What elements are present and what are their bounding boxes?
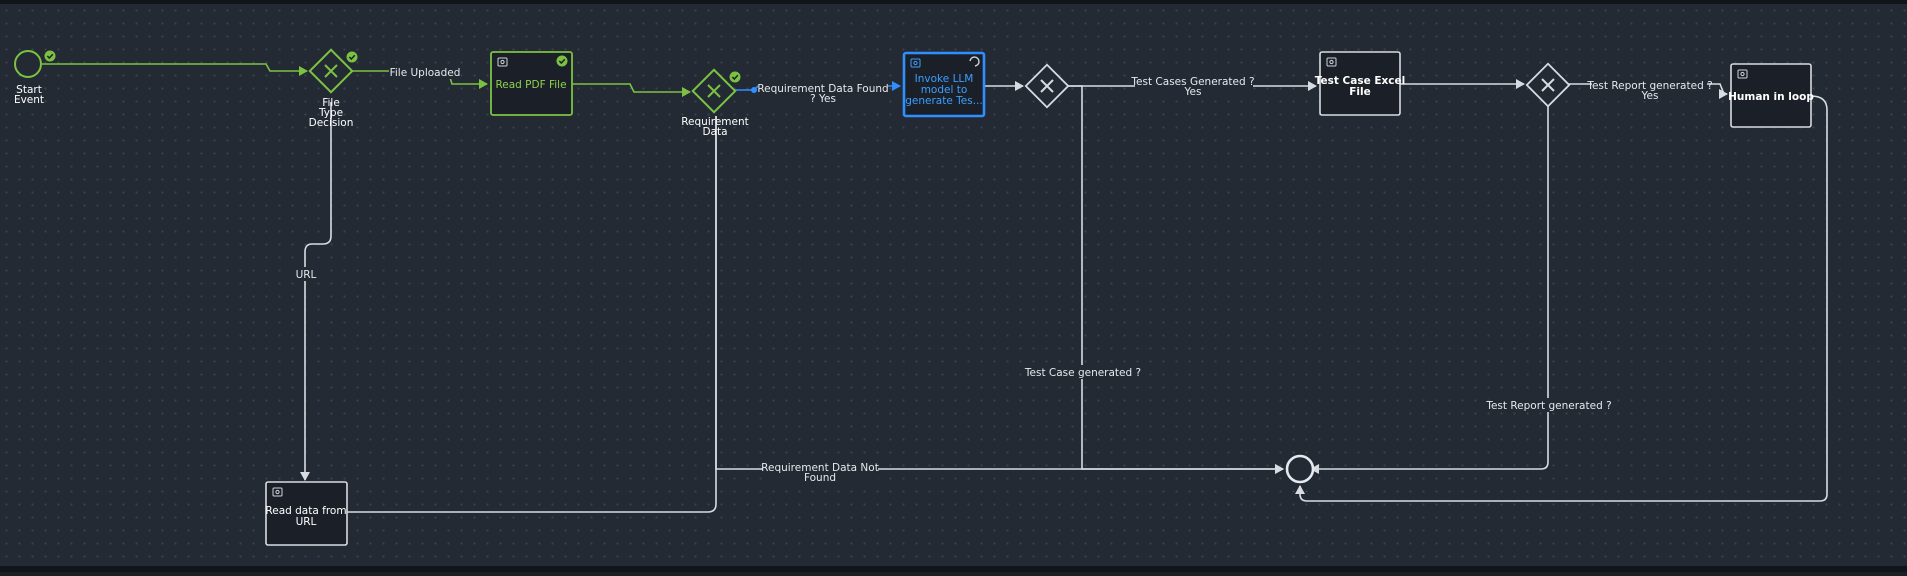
task-invoke-llm[interactable]: Invoke LLM model to generate Tes...: [902, 51, 986, 118]
task-read-url-label-2: URL: [296, 516, 317, 528]
task-read-data-from-url[interactable]: Read data from URL: [265, 481, 348, 546]
check-icon: [729, 71, 741, 83]
label-file-uploaded: File Uploaded: [390, 67, 461, 79]
task-type-icon: [272, 487, 283, 497]
task-human-in-loop[interactable]: Human in loop: [1728, 63, 1814, 128]
label-testcases-yes-2: Yes: [1184, 86, 1202, 98]
workflow-diagram: File Uploaded URL Requirement Data Found…: [14, 48, 1828, 546]
x-icon: [1040, 79, 1054, 93]
gateway-file-type-decision[interactable]: File Type Decision: [308, 48, 358, 129]
gateway-requirement-data[interactable]: Requirement Data: [681, 68, 749, 138]
label-requirement-found-1: Requirement Data Found: [757, 83, 888, 95]
task-test-case-excel-file[interactable]: Test Case Excel File: [1315, 51, 1406, 116]
task-test-case-excel-label-1: Test Case Excel: [1315, 75, 1406, 87]
gateway-requirement-label-1: Requirement: [681, 116, 749, 128]
check-icon: [44, 50, 56, 62]
edge-url[interactable]: [300, 102, 332, 481]
label-url: URL: [296, 269, 317, 281]
check-icon: [556, 55, 568, 67]
gateway-requirement-label-2: Data: [702, 126, 727, 138]
task-read-pdf-label: Read PDF File: [495, 79, 566, 91]
task-type-icon: [497, 57, 508, 67]
label-requirement-found-2: ? Yes: [810, 93, 836, 105]
edge-start-dot: [751, 87, 757, 93]
task-invoke-llm-label-2: model to: [921, 84, 968, 96]
task-read-url-label-1: Read data from: [265, 505, 346, 517]
label-testreport-yes-1: Test Report generated ?: [1586, 80, 1712, 92]
start-event-label-2: Event: [14, 94, 44, 106]
x-icon: [707, 84, 721, 98]
label-testcases-yes-1: Test Cases Generated ?: [1130, 76, 1254, 88]
label-requirement-not-found-1: Requirement Data Not: [761, 462, 879, 474]
edge-readpdf-to-requirement[interactable]: [572, 83, 691, 97]
task-read-pdf-file[interactable]: Read PDF File: [490, 51, 573, 116]
label-testreport-yes-2: Yes: [1641, 90, 1659, 102]
task-human-in-loop-label: Human in loop: [1728, 91, 1814, 103]
task-invoke-llm-label-3: generate Tes...: [905, 95, 982, 107]
end-event[interactable]: [1285, 454, 1315, 484]
loading-spinner-icon: [969, 56, 980, 67]
task-type-icon: [910, 58, 921, 68]
start-event-label-1: Start: [16, 84, 42, 96]
task-test-case-excel-label-2: File: [1349, 86, 1371, 98]
task-type-icon: [1737, 69, 1748, 79]
gateway-file-type-label-1: File: [322, 97, 340, 109]
edge-requirement-not-found[interactable]: [715, 116, 1284, 474]
x-icon: [1541, 78, 1555, 92]
label-requirement-not-found-2: Found: [804, 472, 836, 484]
gateway-file-type-label-3: Decision: [309, 117, 354, 129]
task-type-icon: [1326, 57, 1337, 67]
gateway-test-report-generated[interactable]: [1525, 62, 1571, 108]
task-invoke-llm-label-1: Invoke LLM: [915, 73, 974, 85]
check-icon: [346, 51, 358, 63]
edge-testcase-not-generated[interactable]: [1067, 85, 1284, 474]
gateway-test-cases-generated[interactable]: [1024, 63, 1070, 109]
edge-testreport-not-generated[interactable]: [1310, 104, 1549, 474]
x-icon: [324, 64, 338, 78]
label-testreport-generated: Test Report generated ?: [1485, 400, 1611, 412]
start-event[interactable]: Start Event: [14, 50, 56, 107]
edge-human-to-end[interactable]: [1295, 95, 1828, 502]
edge-start-to-filetype[interactable]: [42, 63, 308, 76]
label-testcase-generated: Test Case generated ?: [1024, 367, 1141, 379]
edge-readurl-to-requirement[interactable]: [347, 116, 717, 513]
gateway-file-type-label-2: Type: [318, 107, 343, 119]
